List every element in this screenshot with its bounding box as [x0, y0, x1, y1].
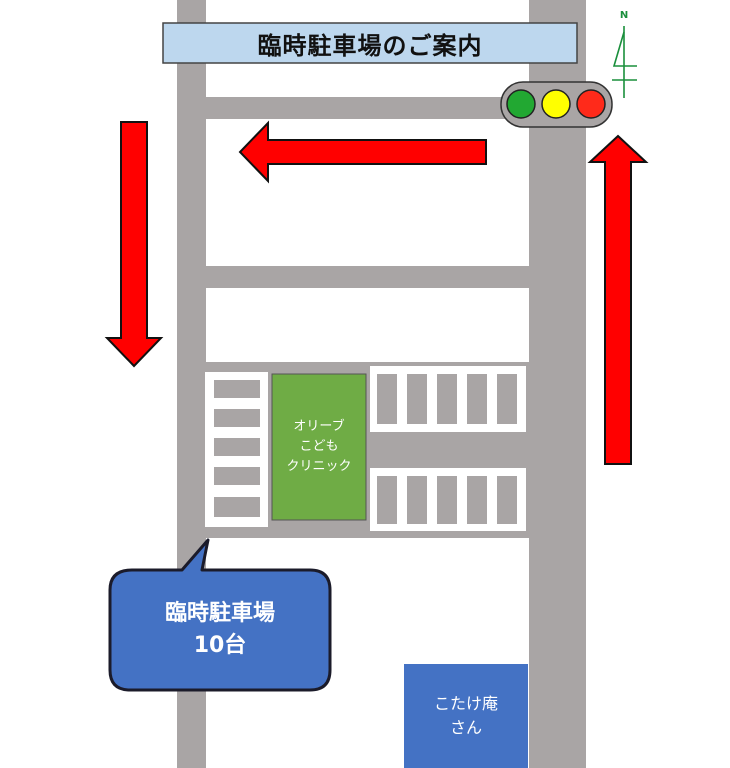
signal-red-light	[576, 89, 606, 119]
shop-building	[404, 664, 528, 768]
parking-space	[214, 438, 260, 456]
traffic-signal	[500, 81, 613, 128]
page-title: 臨時駐車場のご案内	[257, 31, 483, 60]
north-label: N	[619, 9, 629, 21]
parking-space	[407, 374, 427, 424]
title-banner	[162, 22, 578, 64]
parking-space	[467, 476, 487, 524]
parking-space	[437, 374, 457, 424]
signal-yellow-light	[541, 89, 571, 119]
clinic-building	[271, 373, 367, 521]
clinic-label-line2: こども	[299, 439, 339, 454]
parking-space	[214, 409, 260, 427]
parking-space	[497, 476, 517, 524]
arrow-down-icon	[104, 121, 164, 368]
arrow-left-icon	[238, 120, 487, 184]
road-top-horizontal	[177, 97, 517, 119]
parking-upper-row	[370, 366, 526, 432]
signal-green-light	[506, 89, 536, 119]
parking-space	[377, 476, 397, 524]
parking-space	[214, 467, 260, 485]
parking-callout-bubble	[108, 538, 332, 692]
road-middle-horizontal	[177, 266, 537, 288]
parking-space	[407, 476, 427, 524]
north-arrow-icon	[612, 26, 637, 98]
parking-left-column	[205, 372, 268, 527]
clinic-label: オリーブ こども クリニック	[272, 374, 366, 520]
parking-space	[214, 380, 260, 398]
callout-label-line1: 臨時駐車場	[164, 601, 275, 626]
parking-lower-row	[370, 468, 526, 531]
parking-space	[497, 374, 517, 424]
callout-label-line2: 10台	[193, 633, 247, 658]
clinic-label-line3: クリニック	[286, 459, 352, 474]
callout-label: 臨時駐車場 10台	[110, 570, 330, 690]
shop-label: こたけ庵 さん	[404, 664, 528, 768]
parking-space	[467, 374, 487, 424]
clinic-label-line1: オリーブ	[293, 419, 345, 434]
arrow-up-icon	[587, 134, 649, 465]
shop-label-line2: さん	[449, 718, 482, 737]
parking-space	[214, 497, 260, 517]
parking-space	[377, 374, 397, 424]
parking-space	[437, 476, 457, 524]
road-right-vertical	[529, 0, 586, 768]
shop-label-line1: こたけ庵	[433, 694, 498, 713]
